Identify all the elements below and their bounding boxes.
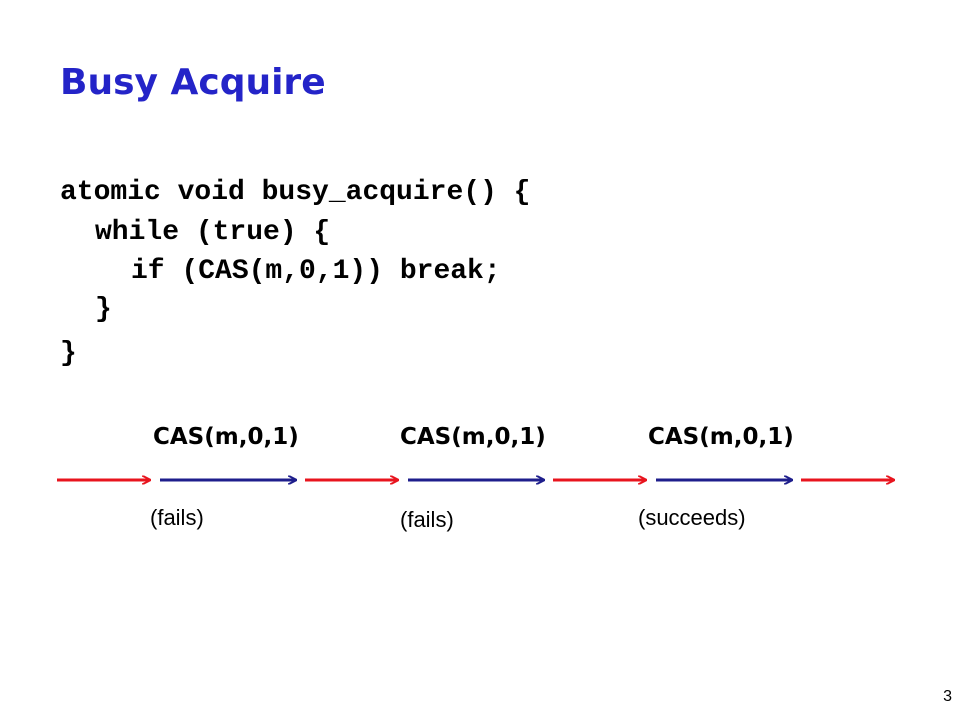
cas-label-first: CAS(m,0,1) (153, 424, 299, 450)
slide-title: Busy Acquire (60, 62, 326, 103)
result-label-third: (succeeds) (638, 505, 746, 530)
result-label-first: (fails) (150, 505, 204, 530)
result-label-second: (fails) (400, 507, 454, 532)
page-number: 3 (943, 688, 952, 705)
cas-label-third: CAS(m,0,1) (648, 424, 794, 450)
code-line-function-header: atomic void busy_acquire() { (60, 177, 531, 208)
code-line-function-close: } (60, 338, 77, 369)
cas-label-second: CAS(m,0,1) (400, 424, 546, 450)
code-line-while-close: } (95, 294, 112, 325)
code-line-if-cas: if (CAS(m,0,1)) break; (131, 256, 501, 287)
code-line-while-loop: while (true) { (95, 217, 331, 248)
